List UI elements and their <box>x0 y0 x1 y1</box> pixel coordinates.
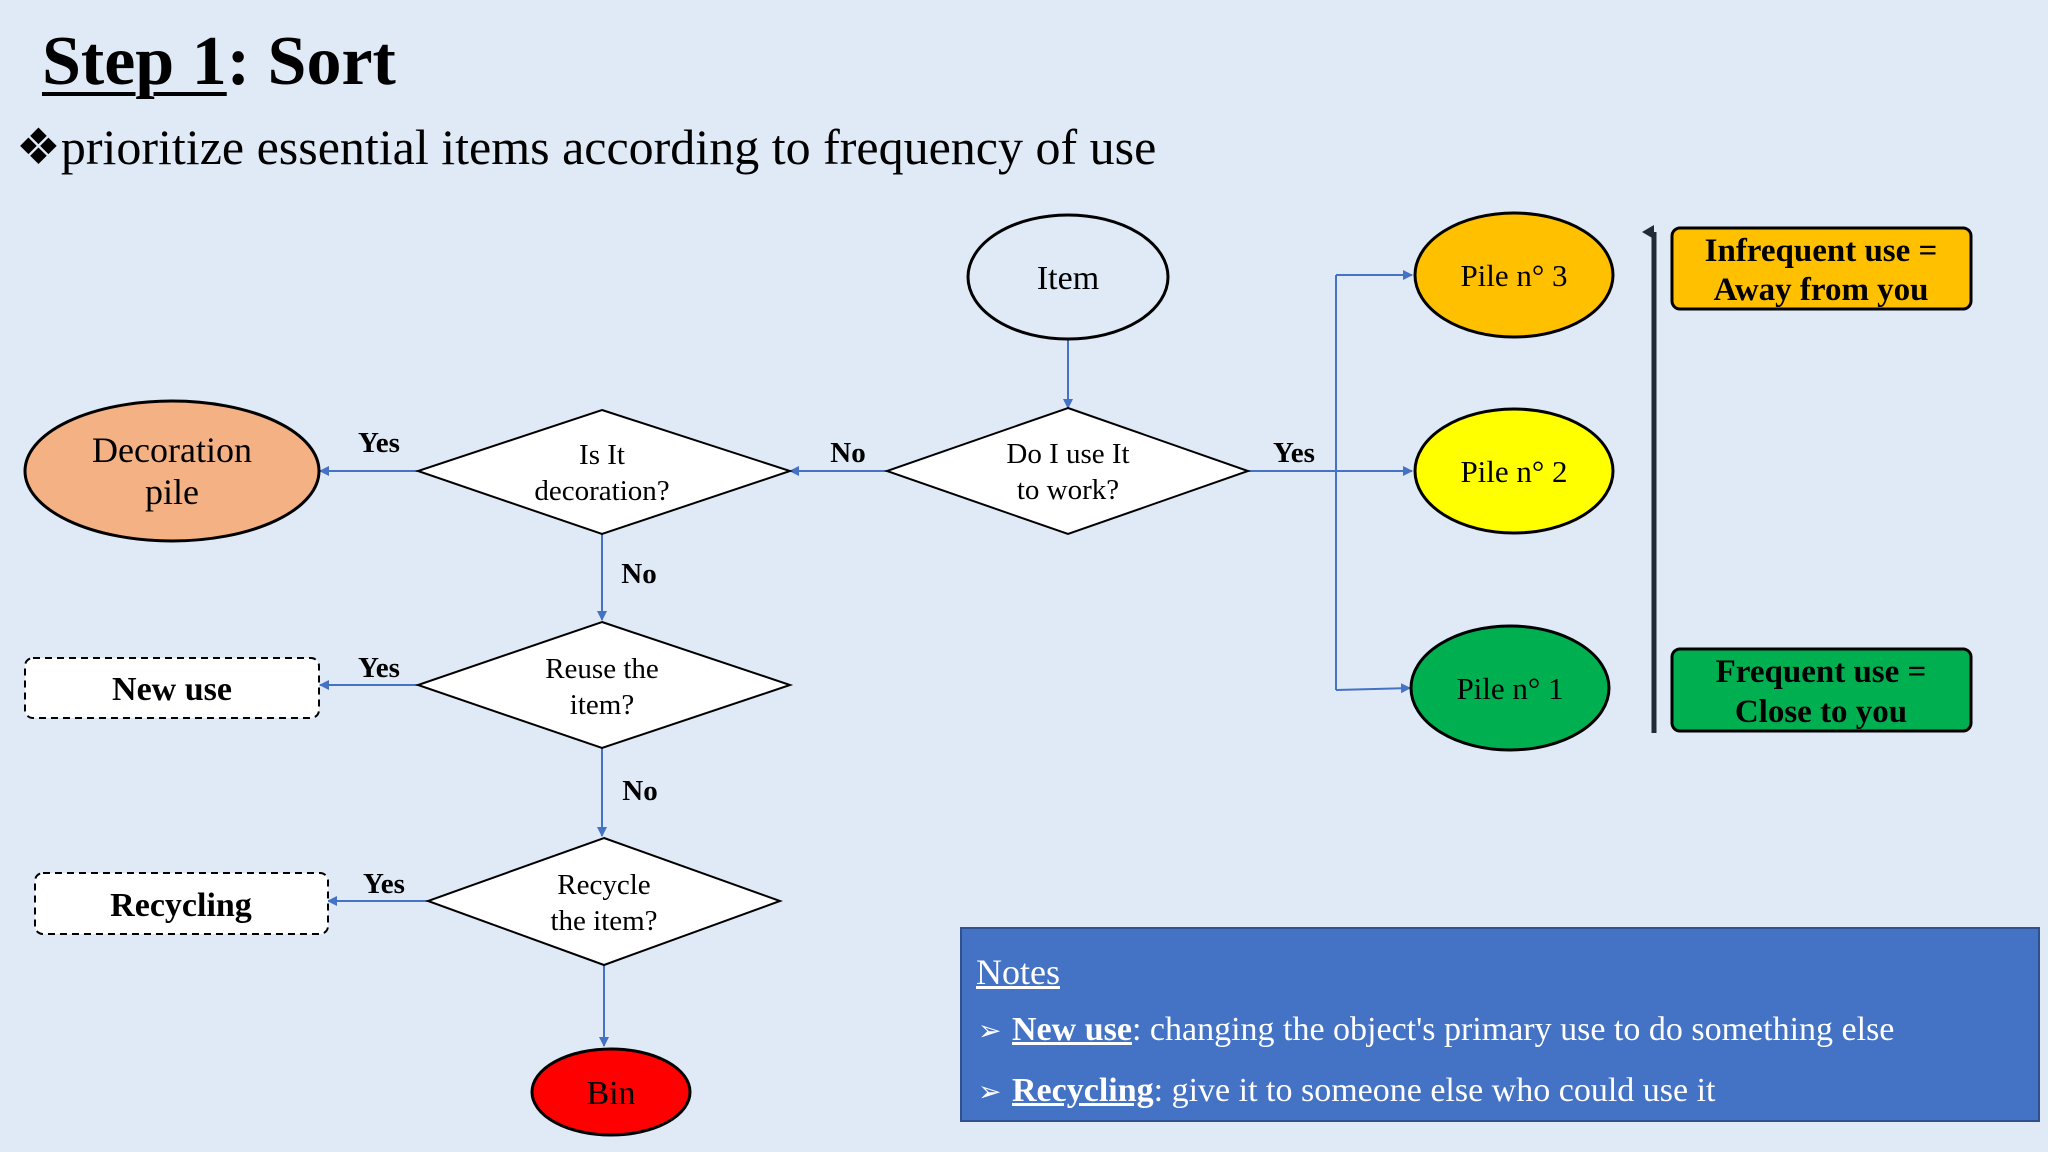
note-recycling: ➢ Recycling: give it to someone else who … <box>978 1072 1716 1110</box>
infrequent-box <box>1670 226 1973 311</box>
note-new-use-desc: : changing the object's primary use to d… <box>1131 1011 1895 1048</box>
decoration-pile-node <box>23 399 321 543</box>
work-decision-line2: to work? <box>1017 474 1119 506</box>
label-deco-yes: Yes <box>358 427 400 459</box>
recycle-decision-line1: Recycle <box>557 869 650 901</box>
frequent-line1: Frequent use = <box>1716 654 1927 690</box>
recycling-node <box>34 872 329 935</box>
decoration-decision-line2: decoration? <box>534 475 669 507</box>
label-work-no: No <box>830 437 865 469</box>
recycling-label: Recycling <box>110 887 252 924</box>
arrow-bullet-icon: ➢ <box>978 1075 1002 1108</box>
connector-to-pile1 <box>1335 683 1411 694</box>
pile3-label: Pile n° 3 <box>1460 258 1567 293</box>
notes-box: Notes ➢ New use: changing the object's pr… <box>960 927 2040 1122</box>
recycle-decision <box>425 836 783 967</box>
note-new-use-term: New use <box>1012 1011 1132 1048</box>
new-use-label: New use <box>112 671 232 708</box>
subtitle: ❖prioritize essential items according to… <box>16 118 1156 176</box>
pile1-node <box>1409 624 1611 752</box>
decoration-pile-line1: Decoration <box>92 430 252 470</box>
label-work-yes: Yes <box>1273 437 1315 469</box>
decoration-decision-line1: Is It <box>579 439 625 471</box>
label-recycle-yes: Yes <box>363 868 405 900</box>
decoration-pile-line2: pile <box>145 472 199 512</box>
label-deco-no: No <box>621 558 656 590</box>
frequent-line2: Close to you <box>1735 694 1907 730</box>
recycle-decision-line2: the item? <box>550 905 657 937</box>
work-decision <box>883 406 1252 536</box>
diamond-bullet-icon: ❖ <box>16 119 61 175</box>
note-recycling-term: Recycling <box>1012 1072 1154 1109</box>
new-use-node <box>24 657 320 719</box>
note-recycling-desc: : give it to someone else who could use … <box>1153 1072 1716 1109</box>
item-label: Item <box>1037 260 1099 297</box>
infrequent-line1: Infrequent use = <box>1705 233 1938 269</box>
label-reuse-no: No <box>622 775 657 807</box>
frequent-box <box>1670 647 1973 733</box>
label-reuse-yes: Yes <box>358 652 400 684</box>
title-step: Step 1 <box>42 23 227 100</box>
reuse-decision-line2: item? <box>570 689 634 721</box>
pile2-node <box>1413 407 1615 535</box>
title-rest: : Sort <box>226 23 396 100</box>
arrow-bullet-icon: ➢ <box>978 1014 1002 1047</box>
infrequent-line2: Away from you <box>1713 272 1928 308</box>
item-node <box>966 213 1170 341</box>
note-new-use: ➢ New use: changing the object's primary … <box>978 1011 1894 1049</box>
bin-node <box>530 1047 692 1137</box>
work-decision-line1: Do I use It <box>1006 438 1129 470</box>
reuse-decision <box>414 620 794 750</box>
bin-label: Bin <box>586 1075 635 1112</box>
pile3-node <box>1413 211 1615 339</box>
pile2-label: Pile n° 2 <box>1460 454 1567 489</box>
reuse-decision-line1: Reuse the <box>545 653 659 685</box>
pile1-label: Pile n° 1 <box>1456 671 1563 706</box>
page-title: Step 1: Sort <box>42 22 396 102</box>
subtitle-text: prioritize essential items according to … <box>60 119 1157 175</box>
decoration-decision <box>414 408 794 536</box>
notes-title: Notes <box>976 952 1060 992</box>
